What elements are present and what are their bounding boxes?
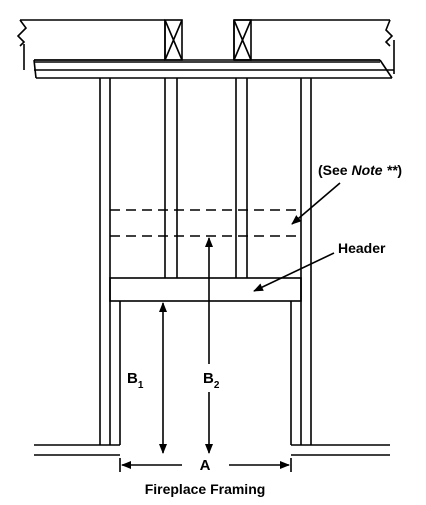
header-label: Header xyxy=(338,240,386,256)
note-leader-arrow xyxy=(291,182,341,225)
see-note-label: (See Note **) xyxy=(318,162,402,178)
b1-label: B1 xyxy=(127,370,144,391)
dimension-a xyxy=(119,458,292,472)
top-plate xyxy=(23,40,395,79)
ceiling-joist-left xyxy=(16,19,166,61)
blocking-right xyxy=(233,19,252,61)
floor-left xyxy=(34,444,120,456)
floor-right xyxy=(291,444,390,456)
blocking-left xyxy=(164,19,183,61)
stud-outer-right xyxy=(300,78,312,445)
stud-outer-left xyxy=(99,78,111,445)
stud-inner-right xyxy=(235,78,248,278)
header-leader-arrow xyxy=(253,252,335,292)
alternate-header-dashed xyxy=(110,209,301,237)
ceiling-joist-right xyxy=(233,19,394,61)
dimension-a-label: A xyxy=(200,457,211,474)
diagram-caption: Fireplace Framing xyxy=(145,481,266,497)
stud-inner-left xyxy=(164,78,178,278)
b2-label: B2 xyxy=(203,370,220,391)
